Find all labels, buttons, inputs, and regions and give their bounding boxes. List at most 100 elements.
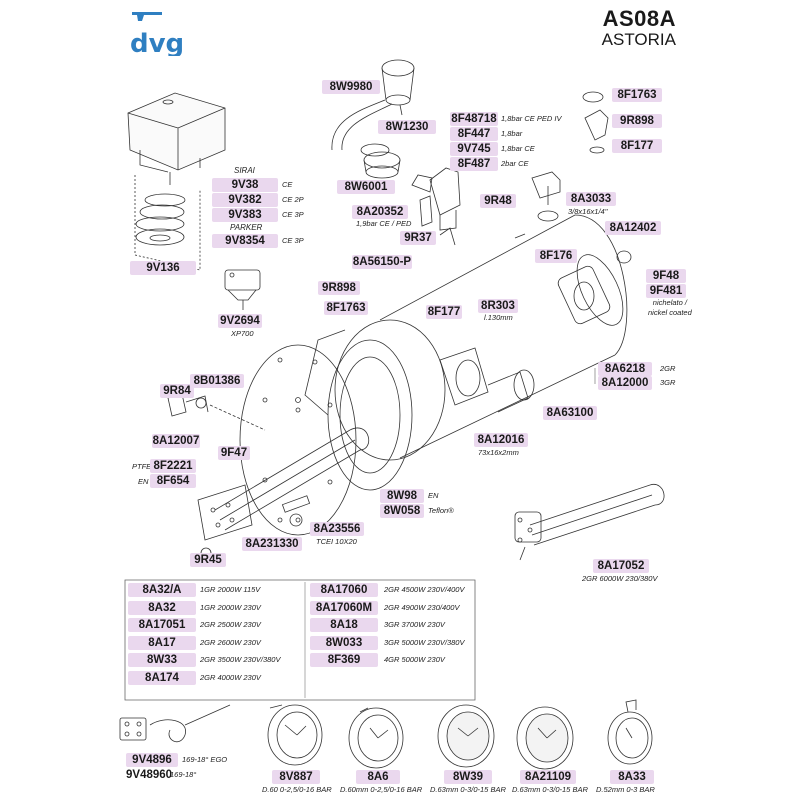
element-code[interactable]: 8A32/A	[128, 583, 196, 597]
part-label[interactable]: 8F176	[535, 249, 577, 263]
gauge-8v887-icon	[267, 704, 323, 766]
element-desc: 3GR 3700W 230V	[384, 620, 445, 629]
part-label[interactable]: 9V38	[212, 178, 278, 192]
supplier-header: PARKER	[230, 223, 263, 232]
element-desc: 2GR 4000W 230V	[200, 672, 261, 682]
element-table-frame	[124, 579, 476, 701]
part-label[interactable]: 9V8354	[212, 234, 278, 248]
part-label[interactable]: 8A231330	[242, 537, 302, 551]
model-code: AS08A	[602, 6, 676, 31]
part-label[interactable]: 8F654	[150, 474, 196, 488]
element-desc: 2GR 4500W 230V/400V	[384, 585, 465, 594]
part-note: CE	[282, 180, 293, 189]
part-label[interactable]: 8W6001	[337, 180, 395, 194]
part-label[interactable]: 9V4896	[126, 753, 178, 767]
small-pressurestat-icon	[224, 269, 261, 310]
part-label[interactable]: 8A12402	[605, 221, 661, 235]
element-code[interactable]: 8A17	[128, 635, 196, 650]
element-code[interactable]: 8W33	[128, 653, 196, 667]
gauge-8a21109-icon	[516, 706, 574, 770]
part-label[interactable]: 9V382	[212, 193, 278, 207]
part-note: 73x16x2mm	[478, 448, 519, 457]
part-label[interactable]: 8B01386	[190, 374, 244, 388]
part-label[interactable]: 8A12007	[152, 434, 200, 448]
part-label[interactable]: 8A23556	[310, 522, 364, 536]
series-name: ASTORIA	[601, 30, 676, 49]
part-label[interactable]: 8F1763	[324, 301, 368, 315]
part-note: D.63mm 0-3/0-15 BAR	[512, 785, 588, 794]
part-note: 2GR 6000W 230/380V	[582, 574, 658, 583]
element-code[interactable]: 8A18	[310, 618, 378, 632]
part-label[interactable]: 8A33	[610, 770, 654, 784]
part-label[interactable]: 8W058	[380, 504, 424, 518]
part-note: Teflon®	[428, 506, 454, 515]
part-label[interactable]: 9V383	[212, 208, 278, 222]
fitting-icon	[419, 195, 433, 227]
part-label[interactable]: 8V887	[272, 770, 320, 784]
part-note: XP700	[231, 329, 254, 338]
boiler-body-icon	[334, 210, 632, 461]
part-label[interactable]: 8A12000	[598, 376, 652, 390]
part-label[interactable]: 8A3033	[566, 192, 616, 206]
gauge-8a6-icon	[348, 707, 404, 769]
part-label[interactable]: 8R303	[478, 299, 518, 313]
part-label[interactable]: 9V136	[130, 261, 196, 275]
bolt-icon	[281, 495, 311, 527]
part-label[interactable]: 9R898	[612, 114, 662, 128]
part-prefix: PTFE	[132, 462, 152, 471]
part-label[interactable]: 8A6218	[598, 362, 652, 376]
part-label[interactable]: 8F177	[612, 139, 662, 153]
element-desc: 2GR 3500W 230V/380V	[200, 655, 281, 664]
part-label[interactable]: 9V745	[450, 142, 498, 156]
element-desc: 3GR 5000W 230V/380V	[384, 637, 465, 647]
part-label[interactable]: 8F1763	[612, 88, 662, 102]
elbow-fitting-icon	[582, 91, 609, 154]
part-label[interactable]: 8A6	[356, 770, 400, 784]
gauge-8a33-icon	[607, 699, 653, 765]
element-code[interactable]: 8A32	[128, 600, 196, 615]
flange-ring-icon	[304, 329, 413, 491]
part-label[interactable]: 8F177	[426, 305, 462, 319]
part-note: D.60mm 0-2,5/0-16 BAR	[340, 785, 423, 794]
element-code[interactable]: 8A17051	[128, 618, 196, 632]
part-label[interactable]: 8W98	[380, 489, 424, 503]
part-label[interactable]: 8A12016	[474, 433, 528, 447]
pressurestat-icon	[127, 92, 226, 185]
part-label[interactable]: 9V48960	[126, 769, 173, 781]
part-label[interactable]: 8W39	[444, 770, 492, 784]
part-label[interactable]: 9F481	[646, 284, 686, 298]
part-label[interactable]: 8W9980	[322, 80, 380, 94]
part-label[interactable]: 8A56150-P	[352, 255, 412, 269]
part-label[interactable]: 9F48	[646, 269, 686, 283]
element-code[interactable]: 8A174	[128, 670, 196, 685]
part-label[interactable]: 8F447	[450, 127, 498, 141]
part-label[interactable]: 9R84	[160, 384, 194, 398]
element-desc: 2GR 4900W 230/400V	[384, 602, 460, 612]
part-note: D.60 0-2,5/0-16 BAR	[262, 785, 332, 794]
part-label[interactable]: 8F2221	[150, 459, 196, 473]
part-note: CE 3P	[282, 236, 304, 245]
part-label[interactable]: 8A20352	[352, 205, 408, 219]
part-label[interactable]: 9R48	[480, 194, 516, 208]
part-label[interactable]: 8W1230	[378, 120, 436, 134]
part-note: 169-18°	[170, 770, 197, 779]
part-label[interactable]: 9R37	[400, 231, 436, 245]
part-label[interactable]: 9R45	[190, 553, 226, 567]
part-note: EN	[428, 491, 439, 500]
part-label[interactable]: 8F48718	[450, 112, 498, 126]
part-label[interactable]: 8A21109	[520, 770, 576, 784]
element-code[interactable]: 8F369	[310, 653, 378, 667]
part-label[interactable]: 9R898	[318, 281, 360, 295]
part-label[interactable]: 8A17052	[593, 559, 649, 573]
membrane-kit-icon	[134, 175, 201, 271]
element-code[interactable]: 8A17060M	[310, 600, 378, 615]
part-label[interactable]: 9F47	[218, 446, 250, 460]
part-label[interactable]: 8A63100	[543, 406, 597, 420]
element-code[interactable]: 8A17060	[310, 583, 378, 597]
part-note: D.63mm 0-3/0-15 BAR	[430, 785, 506, 794]
element-code[interactable]: 8W033	[310, 635, 378, 650]
part-note: CE 3P	[282, 210, 304, 219]
part-label[interactable]: 9V2694	[218, 314, 262, 328]
part-label[interactable]: 8F487	[450, 157, 498, 171]
